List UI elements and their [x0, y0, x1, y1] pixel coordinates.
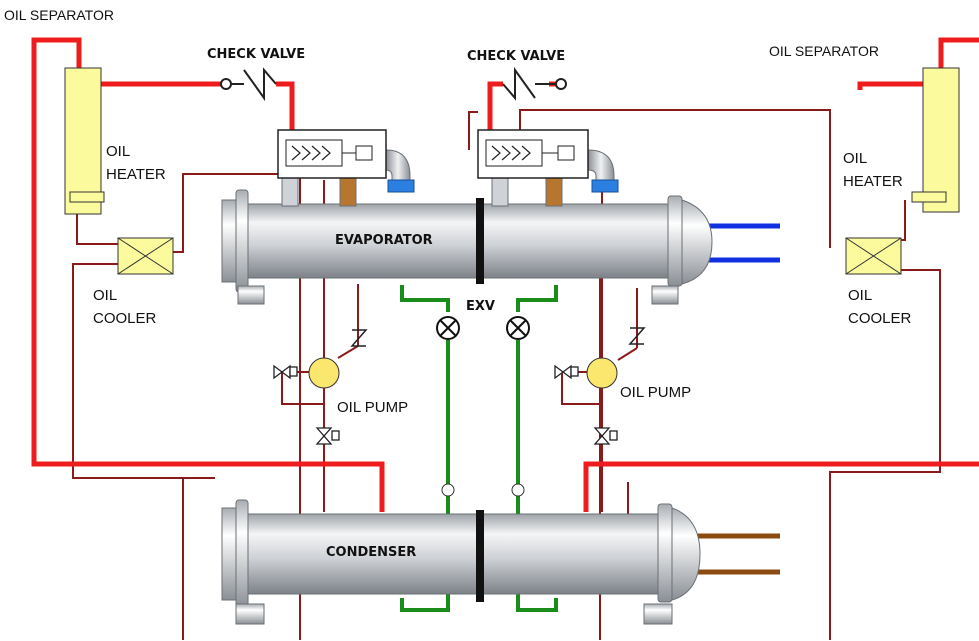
liquid-lines [400, 285, 558, 612]
chilled-water-pipes [700, 223, 780, 263]
label-exv: EXV [466, 299, 495, 314]
label-oil-cooler-right-2: COOLER [848, 310, 912, 327]
oil-separator-right [911, 67, 960, 213]
oil-pump-right [586, 357, 618, 389]
oil-check-valve-left [350, 329, 368, 347]
label-evaporator: EVAPORATOR [335, 233, 433, 248]
label-oil-pump-left: OIL PUMP [337, 399, 408, 416]
exv-valve-left [436, 316, 460, 340]
compressor-right [477, 129, 619, 207]
condenser [221, 499, 701, 625]
oil-pump-left [308, 357, 340, 389]
label-oil-cooler-left-1: OIL [93, 287, 117, 304]
solenoid-valve-left-lower [315, 427, 340, 445]
discharge-lines [31, 37, 979, 512]
compressor-left [277, 129, 415, 207]
label-check-valve-left: CHECK VALVE [207, 47, 305, 62]
label-oil-heater-left-2: HEATER [106, 166, 166, 183]
diagram-labels: OIL SEPARATOR OIL SEPARATOR CHECK VALVE … [4, 7, 912, 560]
label-oil-heater-right-2: HEATER [843, 173, 903, 190]
exv-valve-right [506, 316, 530, 340]
label-oil-cooler-left-2: COOLER [93, 310, 157, 327]
label-condenser: CONDENSER [326, 545, 416, 560]
condenser-water-pipes [696, 533, 780, 575]
check-valve-left [220, 67, 277, 102]
solenoid-valve-left-upper [273, 364, 298, 380]
label-oil-heater-right-1: OIL [843, 150, 867, 167]
oil-cooler-right [845, 237, 902, 275]
label-oil-heater-left-1: OIL [106, 143, 130, 160]
oil-check-valve-right [628, 327, 646, 345]
oil-lines [72, 109, 941, 640]
solenoid-valve-right-upper [554, 364, 579, 380]
solenoid-valve-right-lower [593, 427, 618, 445]
sight-glass-right [511, 483, 525, 497]
oil-cooler-left [117, 237, 174, 275]
label-oil-cooler-right-1: OIL [848, 287, 872, 304]
label-oil-pump-right: OIL PUMP [620, 384, 691, 401]
label-oil-separator-left: OIL SEPARATOR [4, 7, 114, 23]
oil-separator-left [64, 67, 105, 215]
evaporator [221, 189, 713, 305]
check-valve-right [502, 66, 567, 101]
label-check-valve-right: CHECK VALVE [467, 49, 565, 64]
sight-glass-left [441, 483, 455, 497]
label-oil-separator-right: OIL SEPARATOR [769, 43, 879, 59]
